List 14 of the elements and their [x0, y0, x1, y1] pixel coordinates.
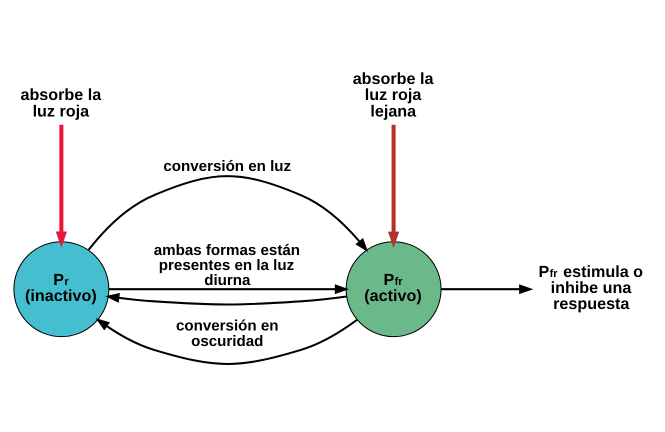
arrow	[442, 284, 534, 294]
node-circle: Pfr (activo)	[346, 241, 442, 338]
arrow	[88, 175, 368, 252]
arrow	[108, 284, 349, 294]
edge-label: conversión en oscuridad	[176, 318, 279, 350]
arrow	[56, 124, 68, 248]
arrow	[96, 318, 358, 365]
node-text: Pfr estimula o inhibe una respuesta	[538, 262, 644, 314]
arrow	[388, 124, 400, 248]
node-text: absorbe la luz roja lejana	[352, 70, 434, 120]
edge-label: ambas formas están presentes en la luz diurna	[154, 242, 300, 290]
node-text: absorbe la luz roja	[20, 86, 102, 120]
arrow	[105, 293, 347, 306]
edge-label: conversión en luz	[163, 158, 292, 176]
